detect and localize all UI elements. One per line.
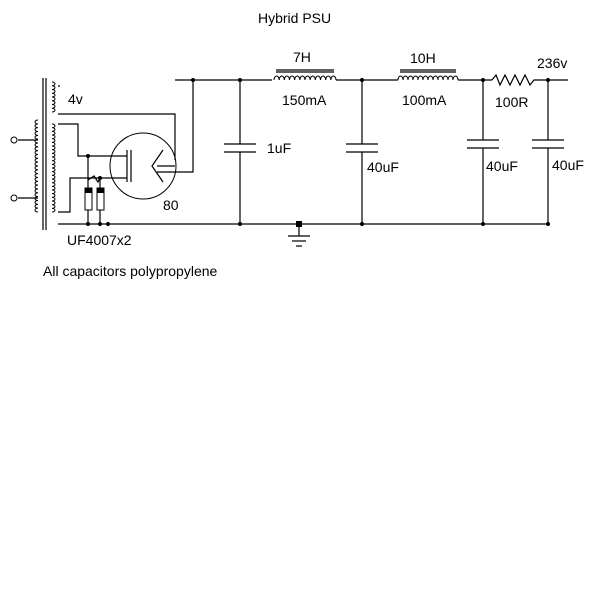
choke-10h (397, 69, 459, 81)
label-cap3: 40uF (486, 158, 518, 174)
diagram-title: Hybrid PSU (258, 10, 332, 26)
label-heater-voltage: 4v (68, 91, 83, 107)
label-cap4: 40uF (552, 157, 584, 173)
capacitor-40uf-2 (467, 78, 499, 226)
capacitor-40uf-1 (346, 78, 378, 226)
heater-lead-top (58, 113, 176, 160)
diode-pair (58, 156, 110, 226)
label-choke1-inductance: 7H (293, 49, 311, 65)
label-diodes: UF4007x2 (67, 232, 132, 248)
rectifier-tube-80 (109, 132, 177, 200)
label-cap2: 40uF (367, 159, 399, 175)
label-cap1: 1uF (267, 140, 292, 156)
hv-secondary-top (58, 123, 127, 157)
capacitor-1uf (224, 78, 256, 226)
label-choke1-current: 150mA (282, 92, 327, 108)
choke-7h (273, 69, 337, 81)
resistor-100r (491, 73, 536, 87)
label-rectifier-tube: 80 (163, 197, 179, 213)
capacitor-40uf-3 (532, 78, 564, 226)
label-resistor: 100R (495, 94, 529, 110)
label-choke2-current: 100mA (402, 92, 447, 108)
filament-feed (157, 80, 194, 173)
label-choke2-inductance: 10H (410, 50, 436, 66)
label-output-voltage: 236v (537, 55, 568, 71)
ground-symbol (288, 221, 310, 247)
transformer (10, 78, 56, 230)
label-note: All capacitors polypropylene (43, 263, 218, 279)
